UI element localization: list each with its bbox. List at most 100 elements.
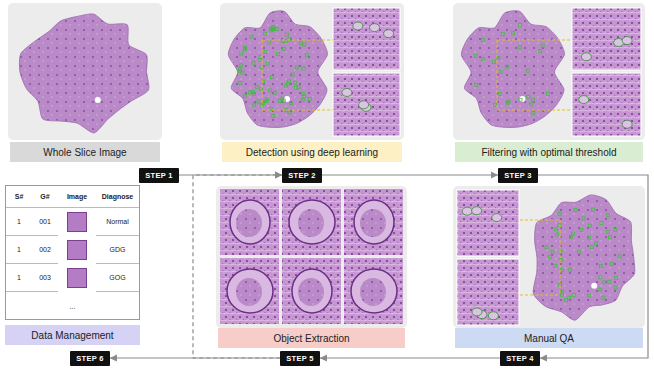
glomerulus-core [360,209,386,237]
detection-box [302,67,305,70]
table-cell: Image [58,186,96,208]
glomerulus-core [298,278,324,306]
detection-box [301,98,304,101]
node-text: Object Extraction [273,333,349,344]
detection-box [264,32,267,35]
detection-box [244,95,247,98]
detection-box [602,296,605,299]
node-text: STEP 4 [506,354,534,363]
detection-box [529,103,532,106]
glomerulus-core [298,209,324,237]
detection-box [474,54,477,57]
detection-box [561,290,564,293]
detection-box [506,65,509,68]
detection-box [269,89,272,92]
cell-text: 002 [39,246,51,253]
panel-background [453,3,645,140]
detection-box [607,214,610,217]
detection-box [618,255,621,258]
detection-box [239,82,242,85]
detection-box [599,276,602,279]
panel-background [216,186,407,328]
glomerulus-tile [220,258,279,324]
detection-box [481,38,484,41]
detection-box [556,233,559,236]
table-cell: S# [6,186,32,208]
node-text: STEP 1 [145,171,173,180]
zoom-leader [262,40,263,110]
glomerulus-mark [462,207,472,215]
detection-box [518,24,521,27]
detection-box [569,235,572,238]
detection-box [295,66,298,69]
zoom-leader [262,40,333,41]
step-badge: STEP 5 [280,351,320,366]
detection-box [240,52,243,55]
glomerulus-mark [579,96,589,104]
glomerulus-core [236,278,262,306]
zoom-leader [497,40,572,41]
cell-text: Diagnose [102,193,134,200]
stage-label: Detection using deep learning [222,142,402,162]
glomerulus-mark [492,214,502,222]
cell-text: 001 [39,218,51,225]
zoom-leader [560,220,561,295]
detection-box [266,62,269,65]
cell-text: 1 [17,274,21,281]
detection-box [614,229,617,232]
tissue-hole [95,97,101,103]
stage-label: Whole Slice Image [10,142,160,162]
step-badge: STEP 6 [70,351,110,366]
node-text: Manual QA [524,333,574,344]
detection-box [257,100,260,103]
detection-box [475,83,478,86]
detection-box [240,64,243,67]
cell-text: G# [40,193,49,200]
glomerulus-thumbnail [67,212,87,232]
detection-box [607,230,610,233]
detection-box [609,236,612,239]
detection-box [599,265,602,268]
detection-box [551,251,554,254]
zoom-thumbnail [457,190,519,256]
detection-box [265,100,268,103]
detection-box [587,294,590,297]
stage-label: Manual QA [455,328,643,348]
glomerulus [289,200,335,244]
detection-box [518,46,521,49]
glomerulus-thumbnail [67,240,87,260]
glomerulus-mark [384,30,394,38]
detection-box [288,38,291,41]
detection-box [574,208,577,211]
detection-box [569,268,572,271]
table-cell: ... [6,294,139,319]
detection-box [286,82,289,85]
node-text: STEP 2 [288,171,316,180]
zoom-leader [497,110,572,111]
zoom-leader [520,295,560,296]
cell-text: GOG [109,274,125,281]
step-badge: STEP 3 [498,168,538,183]
table-cell: 001 [32,208,58,236]
glomerulus-mark [359,101,369,109]
detection-box [532,99,535,102]
detection-box [498,93,501,96]
stage-label: Filtering with optimal threshold [455,142,643,162]
detection-box [595,242,598,245]
detection-box [264,51,267,54]
detection-box [532,111,535,114]
detection-box [253,92,256,95]
detection-box [249,91,252,94]
glomerulus-mark [342,88,352,96]
node-text: Whole Slice Image [43,147,126,158]
zoom-thumbnail [572,73,641,136]
detection-box [275,28,278,31]
detection-box [572,232,575,235]
detection-box [270,76,273,79]
detection-box [303,43,306,46]
detection-box [564,299,567,302]
detection-box [494,103,497,106]
detection-box [507,100,510,103]
detection-box [259,59,262,62]
detection-box [300,42,303,45]
